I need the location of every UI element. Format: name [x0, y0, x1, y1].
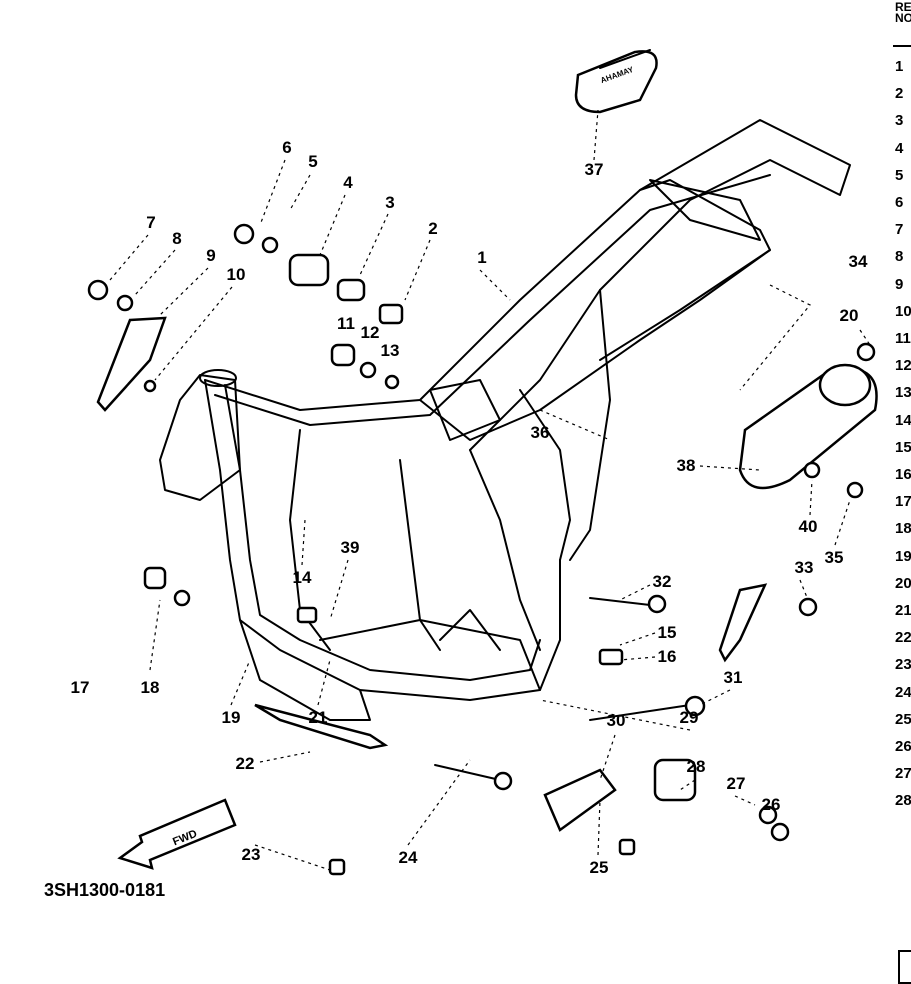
ref-number: 12	[895, 357, 911, 375]
ref-column-header: REF NO.	[895, 0, 911, 25]
ref-number: 22	[895, 629, 911, 647]
ref-number: 9	[895, 275, 904, 293]
part-label: 40	[798, 517, 818, 536]
skid-plate	[254, 703, 389, 750]
part-label: 2	[428, 219, 438, 238]
fwd-arrow-icon	[117, 798, 237, 870]
ref-number: 11	[895, 330, 911, 347]
part-label: 24	[398, 848, 418, 867]
part-label: 11	[337, 314, 355, 333]
ref-number: 16	[895, 466, 911, 483]
part-label: 19	[221, 708, 241, 727]
ref-number: 3	[895, 112, 904, 130]
part-label: 3	[385, 193, 395, 212]
ref-number: 25	[895, 710, 911, 728]
ref-number: 21	[895, 602, 911, 619]
part-label: 8	[172, 229, 182, 248]
part-label: 32	[652, 572, 672, 591]
ref-number: 8	[895, 248, 904, 266]
part-label: 21	[308, 708, 328, 727]
hardware-parts	[87, 223, 864, 876]
part-label: 28	[686, 757, 706, 776]
ref-number: 17	[895, 493, 911, 511]
part-label: 14	[292, 568, 312, 587]
part-label: 22	[235, 754, 255, 773]
ref-number: 13	[895, 384, 911, 402]
ref-number: 27	[895, 765, 911, 783]
part-label: 4	[343, 173, 353, 192]
ref-number: 7	[895, 221, 904, 239]
ref-number: 14	[895, 411, 911, 429]
side-cover-part	[738, 342, 878, 490]
part-label: 38	[676, 456, 696, 475]
ref-number: 24	[895, 683, 911, 701]
ref-number-column: REF NO. 12345678910111213141516171819202…	[893, 0, 911, 971]
ref-number: 23	[895, 656, 911, 674]
part-label: 13	[380, 341, 400, 360]
part-label: 30	[606, 711, 626, 730]
part-label: 18	[140, 678, 160, 697]
part-label: 37	[584, 160, 604, 179]
ref-number: 6	[895, 194, 904, 211]
part-label: 16	[657, 647, 677, 666]
part-label: 10	[226, 265, 246, 284]
ref-number: 5	[895, 166, 904, 184]
ref-number: 4	[895, 139, 904, 157]
right-engine-bracket	[718, 583, 768, 663]
header-rule	[893, 45, 911, 47]
part-label: 27	[726, 774, 746, 793]
ref-number: 26	[895, 738, 911, 755]
part-label: 7	[146, 213, 156, 232]
part-label: 33	[794, 558, 814, 577]
mount-bracket-30	[543, 768, 617, 832]
ref-number: 18	[895, 520, 911, 538]
seat-pad-part	[574, 49, 658, 114]
part-label: 1	[477, 248, 487, 267]
part-label: 29	[679, 708, 699, 727]
ref-number: 10	[895, 302, 911, 320]
part-label: 26	[761, 795, 781, 814]
part-label: 15	[657, 623, 677, 642]
part-label: 12	[360, 323, 380, 342]
leader-lines	[109, 109, 871, 871]
ref-number: 2	[895, 85, 904, 103]
part-label: 20	[839, 306, 859, 325]
ref-number: 1	[895, 58, 904, 75]
part-label: 25	[589, 858, 609, 877]
part-label: 9	[206, 246, 216, 265]
diagram-caption: 3SH1300-0181	[44, 880, 166, 900]
part-label: 17	[70, 678, 90, 697]
ref-number: 19	[895, 547, 911, 565]
part-label: 23	[241, 845, 261, 864]
ref-number: 15	[895, 438, 911, 456]
part-label: 5	[308, 152, 318, 171]
left-engine-bracket	[96, 316, 167, 412]
page-corner-box	[898, 950, 911, 984]
part-label: 36	[530, 423, 550, 442]
part-label: 6	[282, 138, 292, 157]
ref-number: 20	[895, 574, 911, 592]
part-label: 39	[340, 538, 360, 557]
part-label: 35	[824, 548, 844, 567]
main-frame	[159, 119, 851, 721]
part-label: 34	[848, 252, 868, 271]
part-label: 31	[723, 668, 743, 687]
ref-number: 28	[895, 792, 911, 810]
